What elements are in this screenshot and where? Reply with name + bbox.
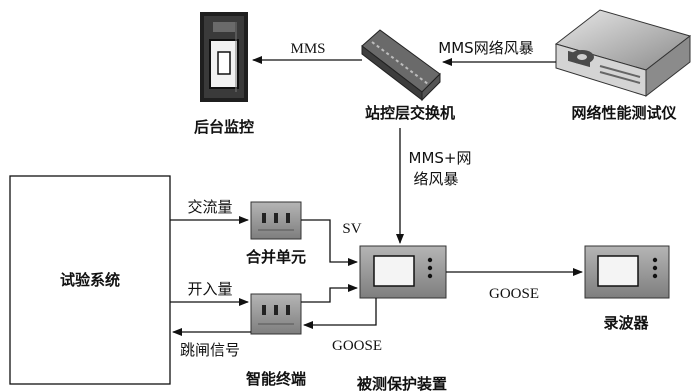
station-switch-label: 站控层交换机	[365, 104, 455, 122]
protection-device-label: 被测保护装置	[357, 375, 447, 392]
smart-terminal-icon	[251, 294, 301, 334]
network-tester-icon	[556, 10, 690, 96]
station-switch-icon	[362, 30, 440, 100]
trip-signal-label: 跳闸信号	[180, 341, 240, 359]
mms-link-label: MMS	[290, 41, 325, 57]
merging-unit-label: 合并单元	[245, 248, 306, 266]
switch-input-label: 开入量	[187, 280, 232, 298]
mms-storm-label: MMS网络风暴	[438, 39, 533, 57]
protection-device-icon	[360, 246, 446, 298]
network-tester-label: 网络性能测试仪	[571, 104, 677, 122]
test-system-label: 试验系统	[60, 271, 120, 289]
merging-unit-icon	[251, 202, 301, 239]
backend-monitor-label: 后台监控	[194, 118, 254, 136]
mms-plus-storm-label-1: MMS+网	[409, 149, 472, 167]
ac-quantity-label: 交流量	[187, 198, 232, 216]
goose-recorder-label: GOOSE	[489, 286, 539, 302]
recorder-icon	[585, 246, 669, 298]
backend-monitor-icon	[200, 12, 248, 102]
sv-label: SV	[342, 221, 361, 237]
terminal-to-device-arrow	[301, 288, 357, 302]
goose-terminal-label: GOOSE	[332, 338, 382, 354]
recorder-label: 录波器	[603, 314, 649, 332]
smart-terminal-label: 智能终端	[246, 370, 306, 388]
mms-plus-storm-label-2: 络风暴	[413, 170, 458, 188]
